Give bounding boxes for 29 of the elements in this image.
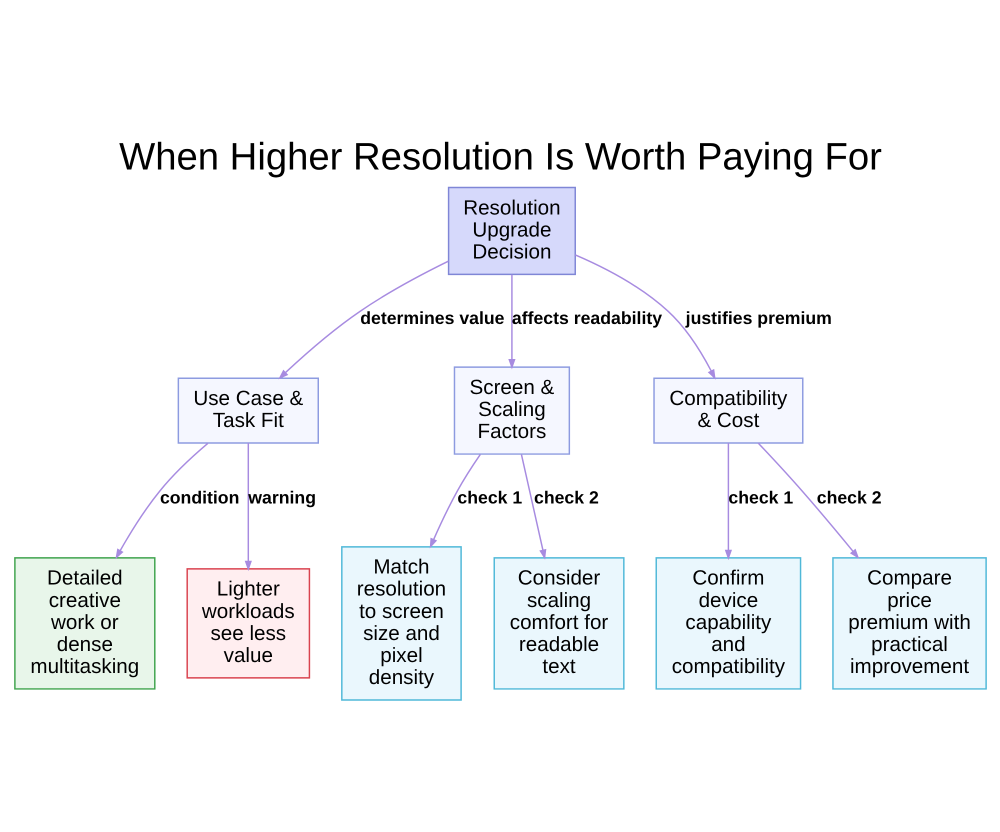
node-box: Consider scaling comfort for readable text [493,556,624,690]
node-box: Lighter workloads see less value [186,568,310,678]
arrow [278,260,448,379]
edge-label: check 2 [534,487,598,508]
edge-label: condition [159,487,239,508]
edge-label: check 1 [456,487,522,508]
node-box: Confirm device capability and compatibility [655,556,801,690]
arrow [508,274,516,369]
diagram-title: When Higher Resolution Is Worth Paying For [118,135,882,178]
arrow [757,442,859,558]
node-box: Compare price premium with practical improvement [832,556,986,690]
edge-label: justifies premium [685,307,832,328]
arrow [244,442,252,571]
node-box: Screen & Scaling Factors [453,366,570,454]
arrow [724,442,732,560]
node-box: Compatibility & Cost [652,376,803,444]
node-box: Resolution Upgrade Decision [447,186,576,275]
arrow [114,442,208,559]
edge-label: determines value [360,307,504,328]
arrow [520,454,546,560]
edge-label: affects readability [511,307,662,328]
node-box: Match resolution to screen size and pixel density [340,546,462,700]
edge-label: check 2 [816,487,882,508]
arrow [574,254,716,380]
arrow [429,454,480,548]
edge-label: warning [248,487,316,508]
edge-label: check 1 [728,487,793,508]
node-box: Detailed creative work or dense multitasking [14,556,156,690]
node-box: Use Case & Task Fit [177,376,318,444]
